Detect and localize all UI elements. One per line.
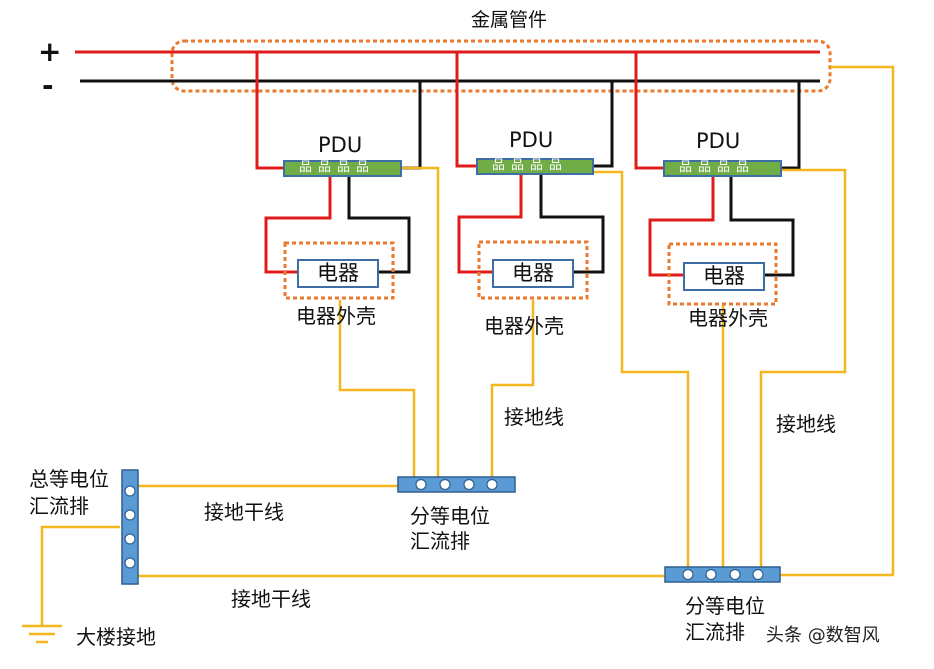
pdu2-device-negative: [539, 174, 605, 274]
enclosure-outline-3: [667, 242, 778, 306]
pdu3-positive-feed: [634, 52, 665, 170]
enclosure-outline-1: [283, 241, 395, 300]
pdu2-positive-feed: [455, 52, 478, 168]
pdu1-positive-feed: [255, 52, 285, 170]
main-equipotential-bus: [121, 469, 139, 585]
pdu3-ground-wire: [759, 168, 847, 572]
pdu-label-2: PDU: [509, 128, 554, 152]
device-box-2: 电器: [492, 259, 574, 288]
pdu2-device-positive: [457, 174, 523, 274]
trunk-wire-label-2: 接地干线: [231, 587, 311, 611]
pdu2-ground-wire: [592, 170, 690, 572]
enclosure-outline-2: [477, 240, 589, 300]
sub-bus-1-label-line1: 分等电位: [410, 504, 490, 528]
pdu-sockets-1: 品品品品: [299, 160, 376, 175]
watermark: 头条 @数智风: [766, 625, 880, 646]
pdu1-ground-wire: [400, 166, 440, 480]
ground-wire-label-2: 接地线: [776, 412, 836, 436]
pdu-strip-2: [476, 158, 594, 175]
enclosure1-ground-wire: [338, 300, 416, 480]
building-ground-wire: [40, 525, 120, 625]
sub-equipotential-bus-2: [664, 566, 781, 583]
positive-sign: +: [38, 35, 62, 68]
sub-equipotential-bus-1: [397, 476, 516, 493]
enclosure2-ground-wire: [490, 300, 535, 480]
pdu1-device-negative: [347, 175, 411, 274]
pdu-sockets-2: 品品品品: [492, 158, 569, 173]
pdu3-device-positive: [648, 176, 715, 277]
metal-pipe-title: 金属管件: [471, 9, 548, 31]
ground-symbol-icon: [22, 624, 62, 644]
pdu1-negative-feed: [400, 81, 422, 170]
trunk-wire-label-1: 接地干线: [204, 500, 284, 524]
pdu-sockets-3: 品品品品: [679, 160, 756, 175]
ground-wire-label-1: 接地线: [504, 405, 564, 429]
pdu1-device-positive: [264, 175, 332, 274]
pdu3-negative-feed: [780, 81, 801, 170]
pdu-label-3: PDU: [696, 129, 741, 153]
pdu-strip-3: [663, 160, 782, 177]
pdu-label-1: PDU: [318, 133, 363, 157]
main-bus-label-line2: 汇流排: [29, 494, 89, 518]
ground-wires: [40, 65, 895, 625]
main-bus-label-line1: 总等电位: [29, 467, 109, 491]
sub-bus-2-label-line2: 汇流排: [685, 620, 745, 644]
pdu-strip-1: [283, 160, 402, 177]
pipe-ground-wire: [780, 65, 895, 577]
enclosure-label-1: 电器外壳: [296, 304, 376, 328]
pdu3-device-negative: [729, 176, 795, 277]
pdu2-negative-feed: [592, 81, 614, 168]
device-box-3: 电器: [683, 262, 765, 291]
building-ground-label: 大楼接地: [76, 625, 156, 649]
device-box-1: 电器: [297, 259, 379, 288]
negative-sign: -: [42, 69, 54, 102]
enclosure-label-3: 电器外壳: [688, 306, 768, 330]
sub-bus-2-label-line1: 分等电位: [685, 594, 765, 618]
metal-pipe-outline: [170, 39, 832, 93]
enclosure-label-2: 电器外壳: [484, 314, 564, 338]
sub-bus-1-label-line2: 汇流排: [410, 529, 470, 553]
